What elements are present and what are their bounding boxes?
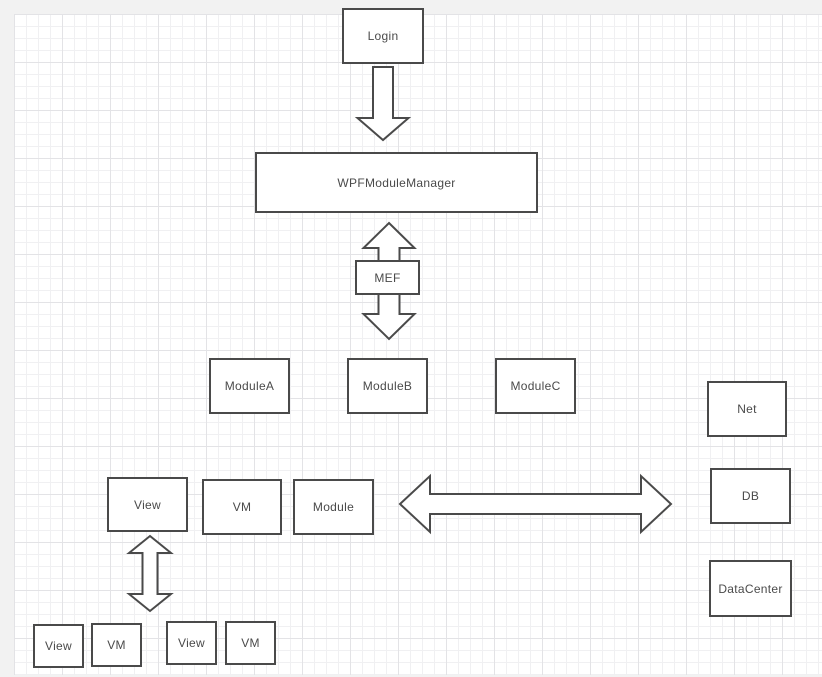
node-label: VM [107,638,126,652]
node-net[interactable]: Net [707,381,787,437]
node-vm-mid[interactable]: VM [202,479,282,535]
node-view-bottom-1[interactable]: View [33,624,84,668]
node-label: Login [367,29,399,43]
node-view-mid[interactable]: View [107,477,188,532]
node-wpf-module-manager[interactable]: WPFModuleManager [255,152,538,213]
arrow-view-to-subviews[interactable] [126,534,174,613]
node-module[interactable]: Module [293,479,374,535]
node-label: WPFModuleManager [337,175,456,190]
node-label: DB [741,489,760,503]
node-label: VM [232,500,252,514]
node-label: MEF [374,270,401,285]
node-vm-bottom-2[interactable]: VM [225,621,276,665]
node-view-bottom-2[interactable]: View [166,621,217,665]
node-label: VM [241,636,260,650]
node-login[interactable]: Login [342,8,424,64]
node-db[interactable]: DB [710,468,791,524]
node-module-b[interactable]: ModuleB [347,358,428,414]
node-label: View [45,639,72,653]
node-module-c[interactable]: ModuleC [495,358,576,414]
node-mef[interactable]: MEF [355,260,420,295]
node-label: ModuleB [362,379,413,393]
node-datacenter[interactable]: DataCenter [709,560,792,617]
node-label: ModuleC [510,379,561,393]
node-label: View [134,497,161,512]
node-label: DataCenter [718,581,783,596]
node-label: Module [312,500,355,514]
arrow-login-to-wpfmodulemanager[interactable] [354,66,412,142]
node-label: View [178,636,205,650]
node-label: Net [737,402,757,416]
arrow-modules-to-services[interactable] [398,473,673,535]
node-module-a[interactable]: ModuleA [209,358,290,414]
node-label: ModuleA [224,379,275,393]
node-vm-bottom-1[interactable]: VM [91,623,142,667]
